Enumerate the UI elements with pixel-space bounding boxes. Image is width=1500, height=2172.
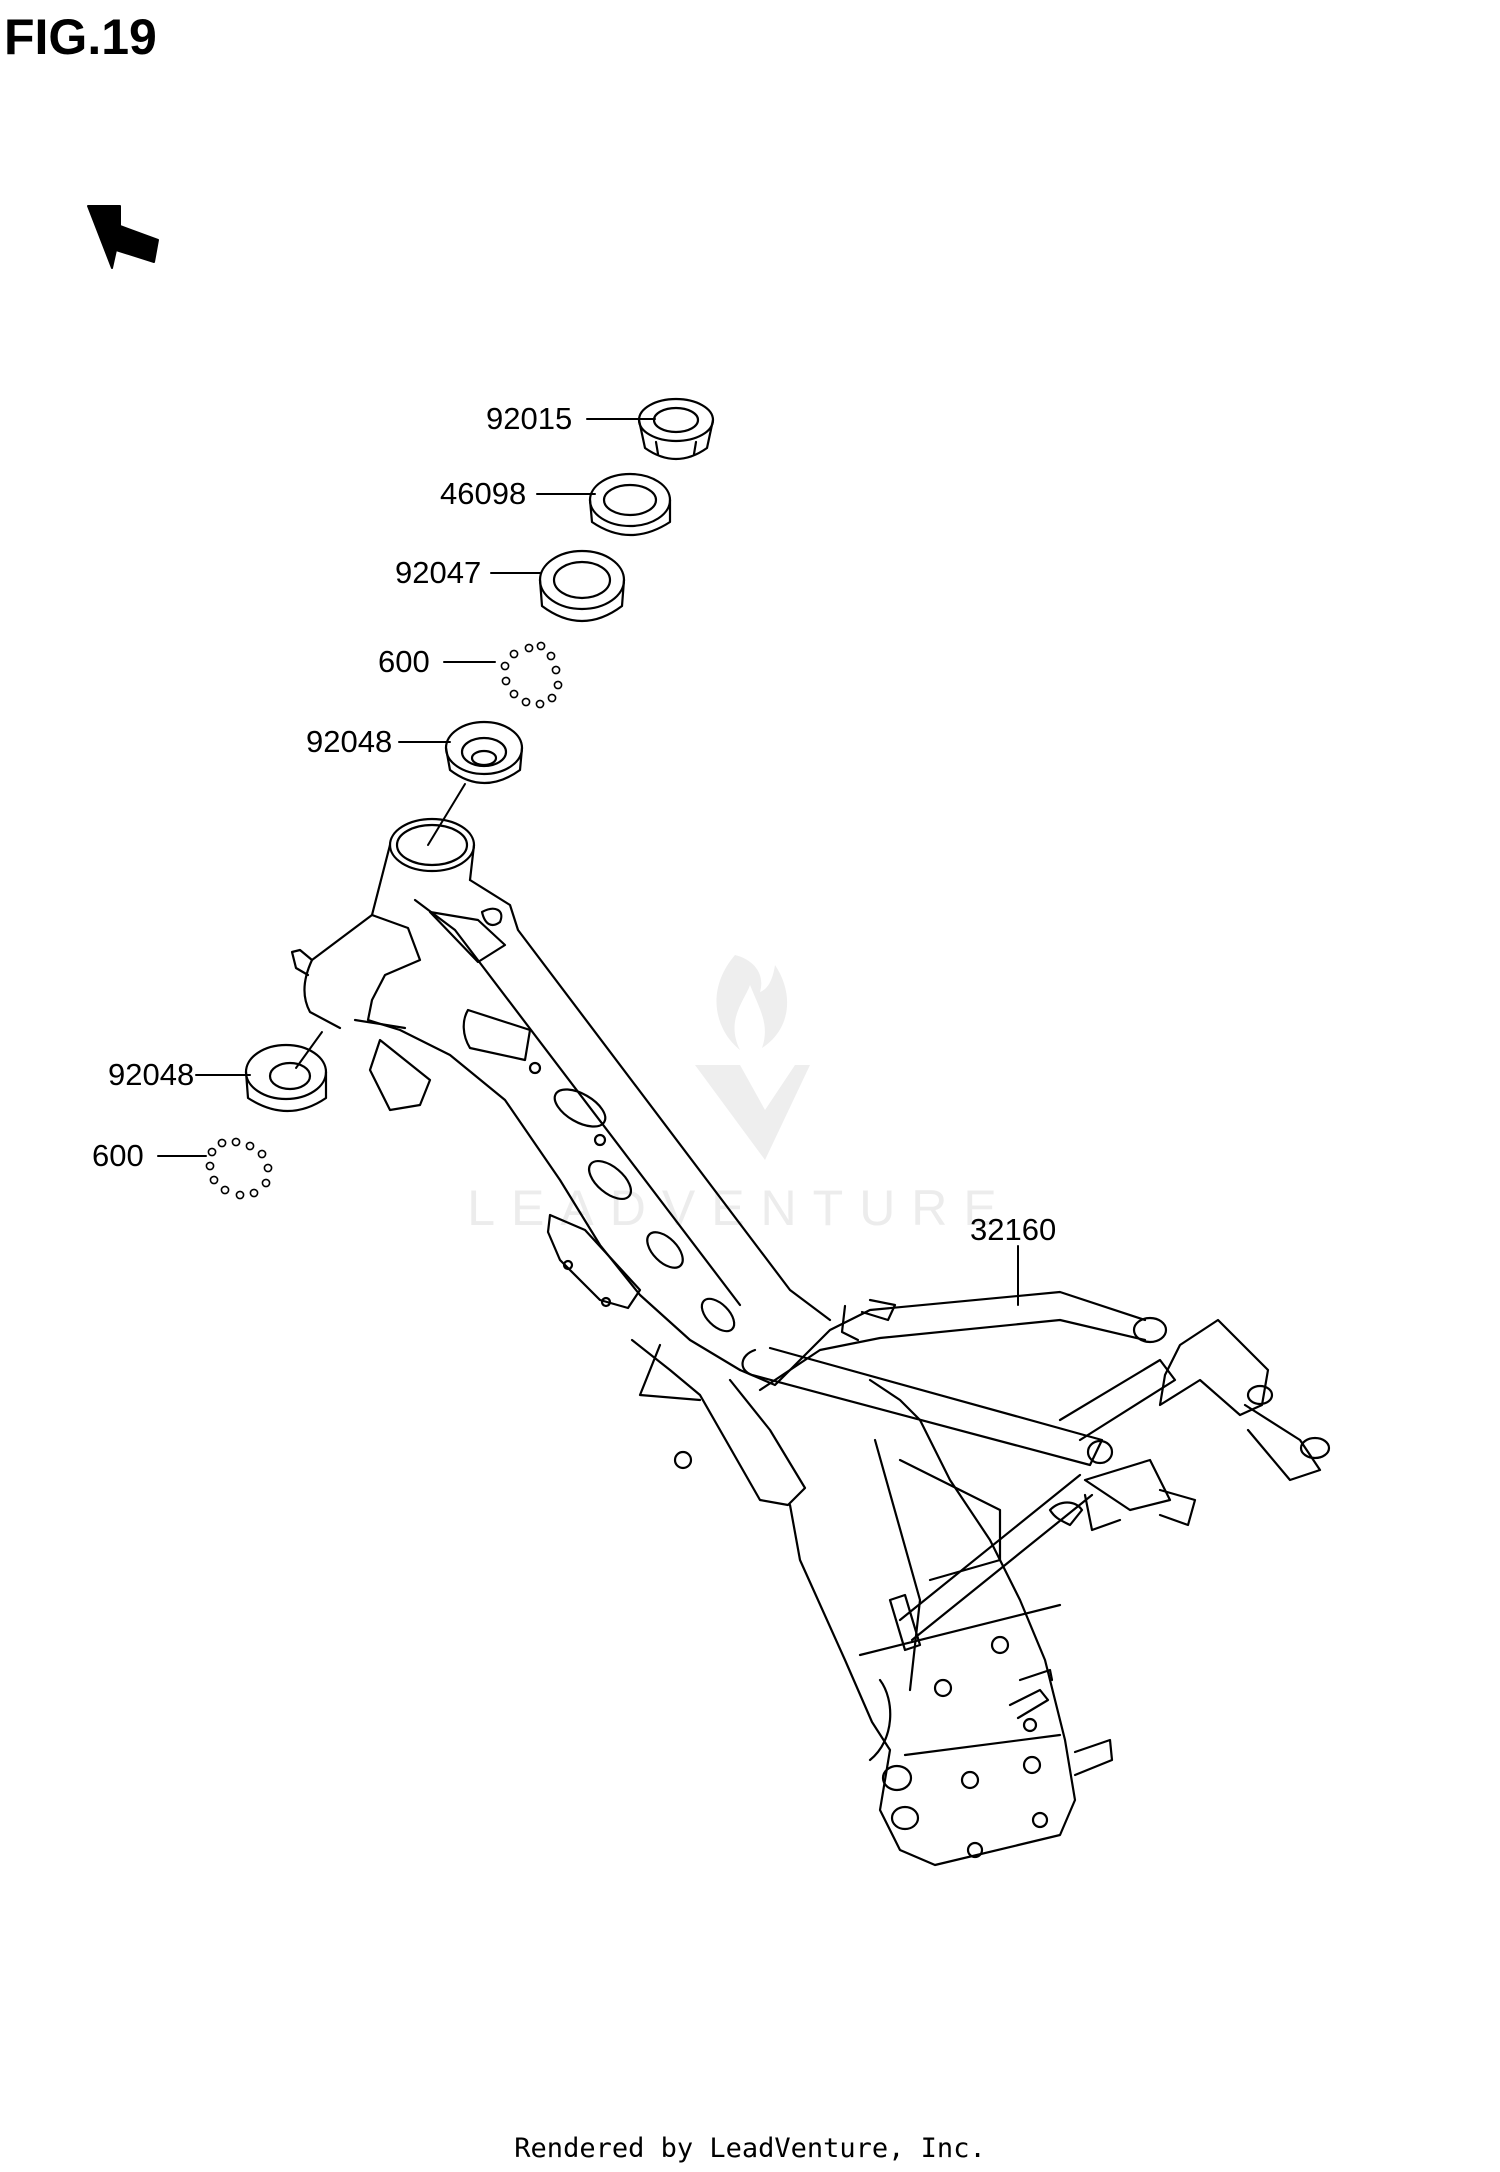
part-92048-race-upper xyxy=(444,720,524,785)
part-600-balls-upper xyxy=(500,641,563,709)
part-92048-race-lower xyxy=(244,1043,328,1113)
leadventure-watermark: LEADVENTURE xyxy=(467,955,1013,1236)
label-600-upper[interactable]: 600 xyxy=(378,644,430,679)
part-92047-race xyxy=(538,549,626,623)
fwd-arrow-icon: FWD xyxy=(87,205,161,269)
part-92015-nut xyxy=(637,397,715,460)
label-32160[interactable]: 32160 xyxy=(970,1212,1057,1247)
label-92048-upper[interactable]: 92048 xyxy=(306,724,393,759)
label-600-lower[interactable]: 600 xyxy=(92,1138,144,1173)
watermark-text: LEADVENTURE xyxy=(467,1180,1013,1236)
label-46098[interactable]: 46098 xyxy=(440,476,527,511)
label-92048-lower[interactable]: 92048 xyxy=(108,1057,195,1092)
label-92015[interactable]: 92015 xyxy=(486,401,573,436)
leader-lines xyxy=(157,418,1019,1306)
part-46098-seal xyxy=(588,472,672,537)
part-600-balls-lower xyxy=(205,1137,273,1200)
label-92047[interactable]: 92047 xyxy=(395,555,482,590)
footer-credit: Rendered by LeadVenture, Inc. xyxy=(514,2133,986,2164)
part-32160-frame xyxy=(290,817,1331,1867)
figure-title: FIG.19 xyxy=(4,9,157,65)
